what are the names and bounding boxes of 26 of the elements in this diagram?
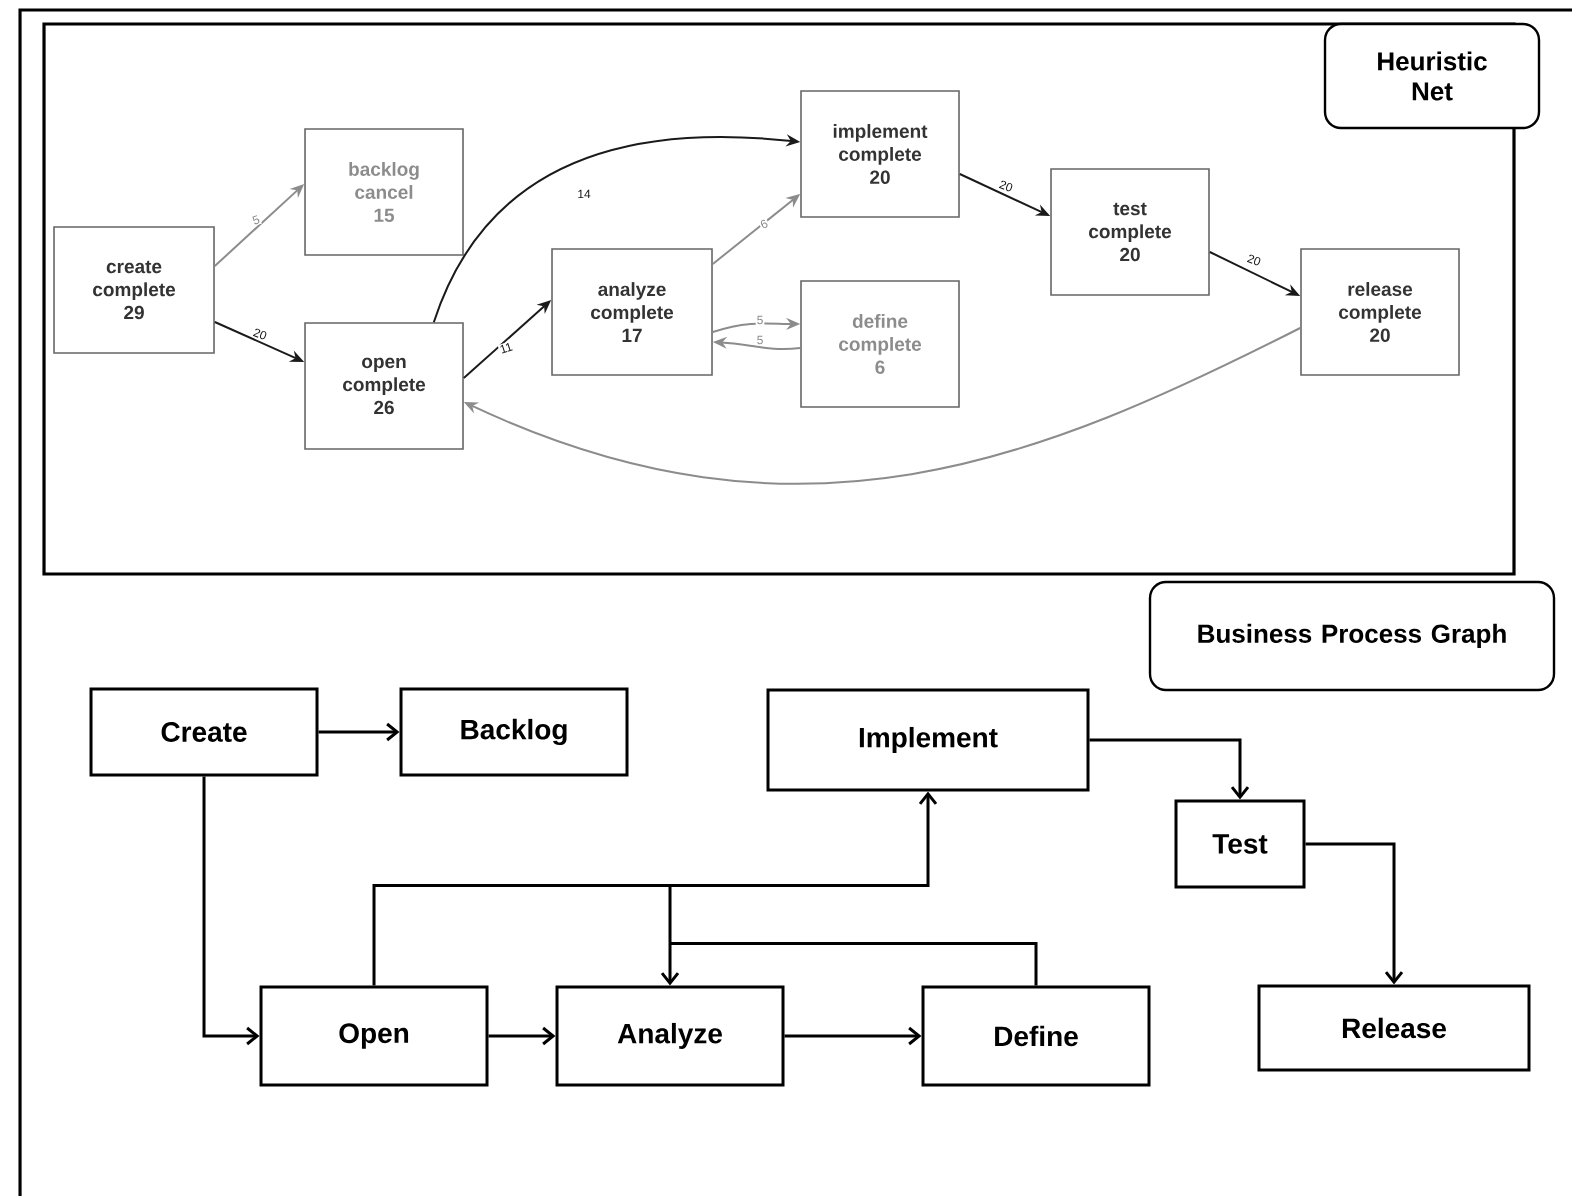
- activity-box: implement complete 20: [800, 90, 960, 218]
- process-box: Test: [1174, 799, 1306, 889]
- title-tag: Heuristic Net: [1323, 22, 1541, 130]
- process-box: Analyze: [555, 985, 785, 1087]
- activity-box: backlog cancel 15: [304, 128, 464, 256]
- process-box: Release: [1257, 984, 1531, 1072]
- activity-box: test complete 20: [1050, 168, 1210, 296]
- process-box: Define: [921, 985, 1151, 1087]
- arrow: [318, 722, 400, 742]
- arrow: [202, 776, 260, 1046]
- process-box: Backlog: [399, 687, 629, 777]
- arrow: [488, 1026, 556, 1046]
- arrow: [1305, 842, 1404, 985]
- activity-box: analyze complete 17: [551, 248, 713, 376]
- process-box: Create: [89, 687, 319, 777]
- arrow: [784, 1026, 922, 1046]
- arrow: [660, 884, 1038, 987]
- activity-box: open complete 26: [304, 322, 464, 450]
- activity-box: define complete 6: [800, 280, 960, 408]
- process-box: Open: [259, 985, 489, 1087]
- arrow: [372, 791, 938, 986]
- title-tag: Business Process Graph: [1148, 580, 1556, 692]
- process-box: Implement: [766, 688, 1090, 792]
- activity-box: release complete 20: [1300, 248, 1460, 376]
- arrow: [1089, 738, 1250, 800]
- activity-box: create complete 29: [53, 226, 215, 354]
